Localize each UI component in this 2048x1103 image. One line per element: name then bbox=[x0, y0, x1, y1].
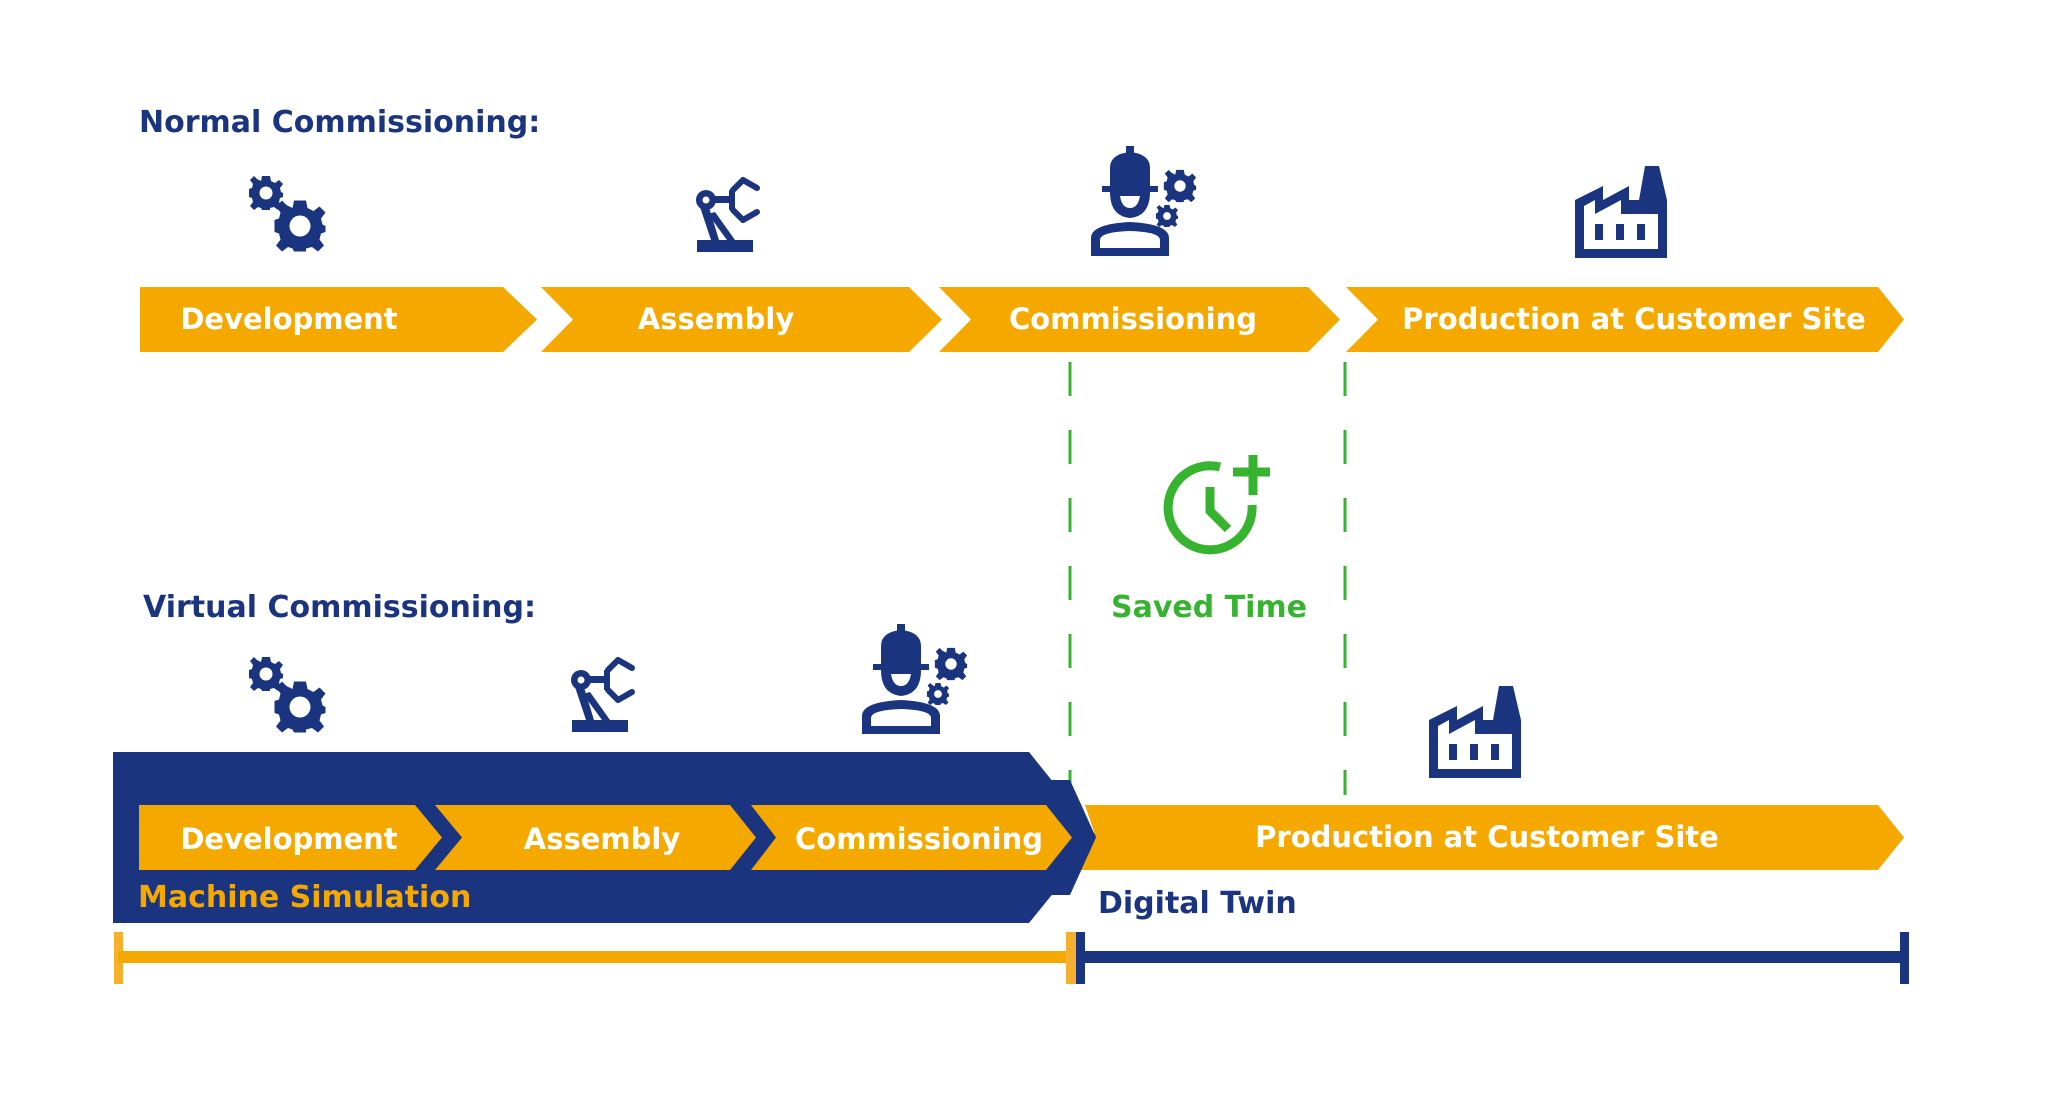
normal-step-assembly bbox=[541, 287, 942, 352]
factory-icon bbox=[1575, 166, 1667, 258]
twin-timeline-end-tick bbox=[1900, 932, 1909, 984]
machine-simulation-timeline bbox=[114, 932, 1078, 984]
normal-step-production bbox=[1346, 287, 1904, 352]
normal-step-commissioning bbox=[939, 287, 1340, 352]
worker-gears-icon bbox=[1091, 146, 1196, 256]
worker-gears-icon bbox=[862, 624, 967, 734]
virtual-step-commissioning-label: Commissioning bbox=[795, 822, 1043, 856]
normal-commissioning-heading: Normal Commissioning: bbox=[139, 105, 540, 140]
normal-process-row: Development Assembly Commissioning Produ… bbox=[140, 287, 1904, 352]
virtual-step-commissioning bbox=[751, 805, 1072, 870]
virtual-step-production-label: Production at Customer Site bbox=[1255, 820, 1719, 854]
virtual-step-development-label: Development bbox=[180, 822, 397, 856]
robot-arm-icon bbox=[696, 180, 757, 252]
virtual-step-development bbox=[139, 805, 442, 870]
virtual-step-assembly-label: Assembly bbox=[524, 822, 681, 856]
gears-icon bbox=[249, 176, 326, 252]
simulation-timeline-bar bbox=[118, 951, 1078, 963]
normal-step-development bbox=[140, 287, 537, 352]
normal-step-development-label: Development bbox=[180, 302, 397, 336]
virtual-chevron-separator bbox=[1050, 780, 1096, 895]
virtual-process-row: Development Assembly Commissioning Produ… bbox=[139, 780, 1904, 895]
digital-twin-timeline bbox=[1076, 932, 1909, 984]
virtual-step-production bbox=[1070, 805, 1904, 870]
twin-timeline-bar bbox=[1080, 951, 1905, 963]
virtual-step-assembly bbox=[435, 805, 756, 870]
digital-twin-label: Digital Twin bbox=[1098, 886, 1297, 921]
machine-simulation-label: Machine Simulation bbox=[138, 880, 471, 915]
normal-step-assembly-label: Assembly bbox=[638, 302, 795, 336]
normal-step-commissioning-label: Commissioning bbox=[1009, 302, 1257, 336]
normal-step-production-label: Production at Customer Site bbox=[1402, 302, 1866, 336]
gears-icon bbox=[249, 657, 326, 733]
factory-icon bbox=[1429, 686, 1521, 778]
simulation-timeline-end-tick bbox=[1066, 932, 1076, 984]
clock-plus-icon bbox=[1163, 455, 1270, 555]
virtual-commissioning-heading: Virtual Commissioning: bbox=[143, 590, 536, 625]
saved-time-label: Saved Time bbox=[1111, 590, 1307, 625]
robot-arm-icon bbox=[571, 660, 632, 732]
